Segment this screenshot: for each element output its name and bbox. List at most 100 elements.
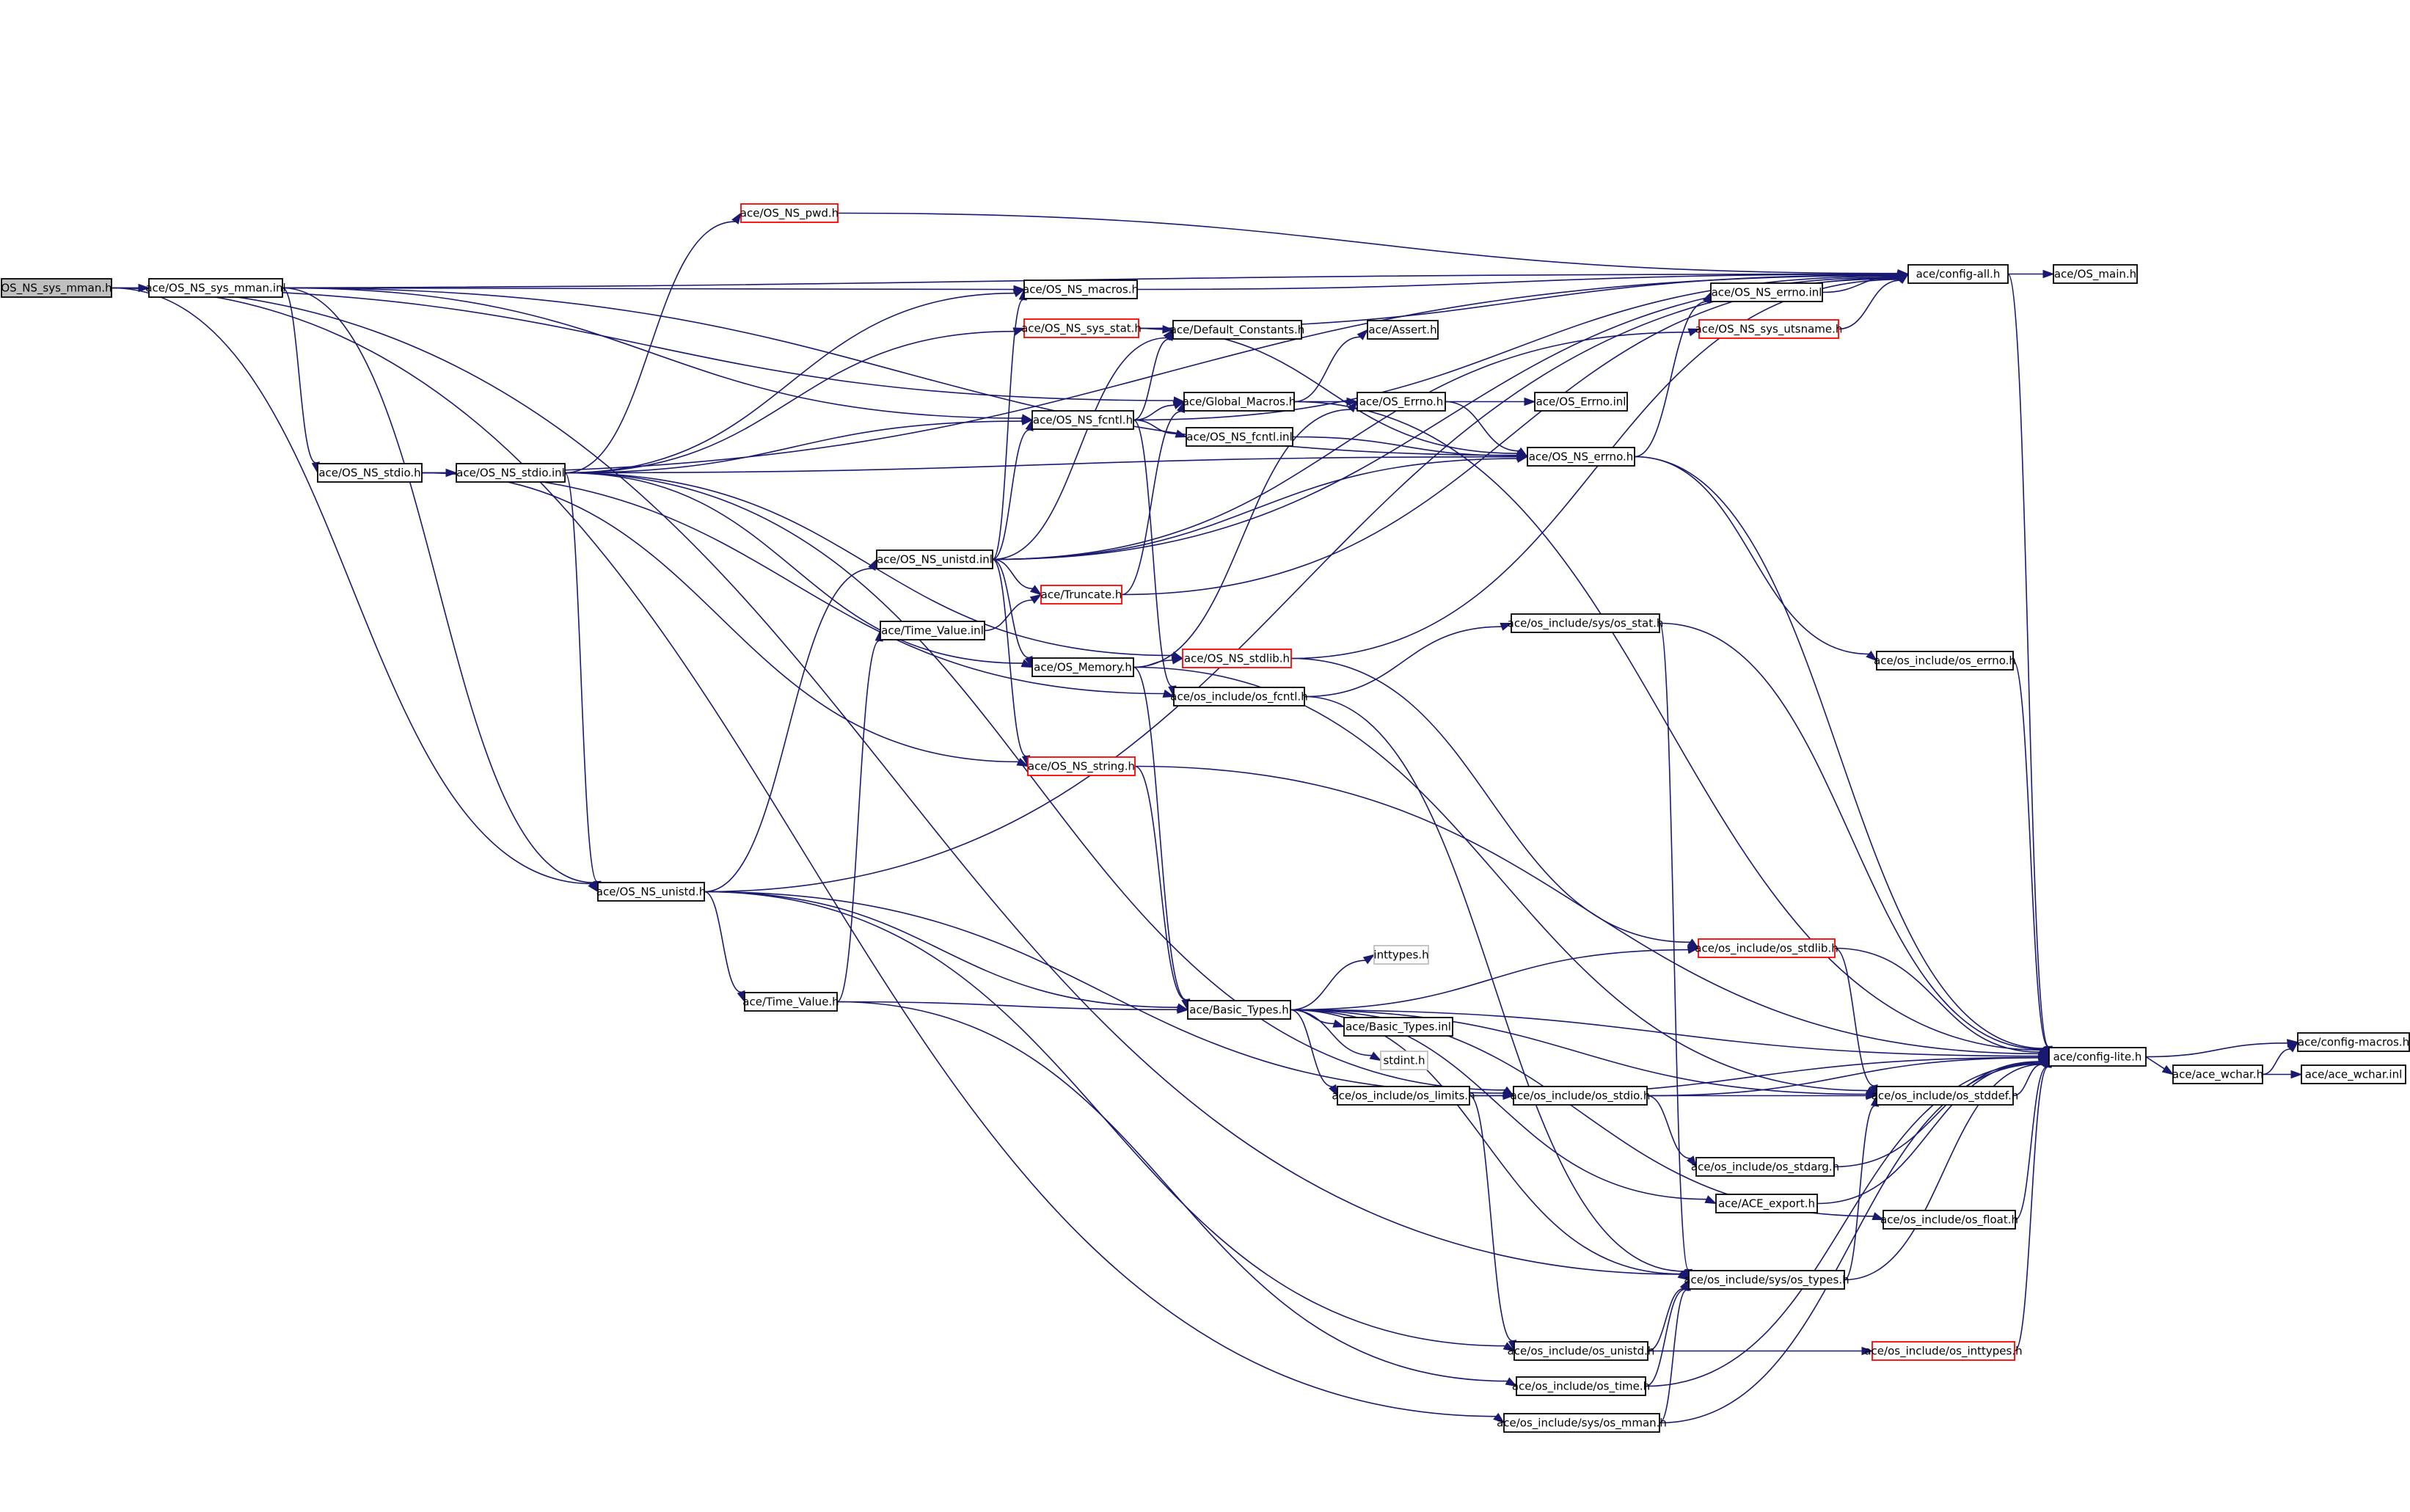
node-assert[interactable]: ace/Assert.h [1367,320,1439,340]
node-box [1503,1413,1660,1433]
node-ns-errno-inl[interactable]: ace/OS_NS_errno.inl [1710,282,1823,302]
node-ns-fcntl-inl[interactable]: ace/OS_NS_fcntl.inl [1186,427,1293,447]
node-inc-sys-types[interactable]: ace/os_include/sys/os_types.h [1684,1270,1850,1290]
edge-ns_stdio_inl-to-ns_fcntl_h [564,420,1023,474]
arrowhead-ns_unistd_inl [868,558,877,571]
edge-time_value_inl-to-truncate [984,599,1033,632]
node-sys-stat[interactable]: ace/OS_NS_sys_stat.h [1021,318,1142,338]
node-label: ace/os_include/sys/os_stat.h [1508,617,1664,631]
node-ns-string[interactable]: ace/OS_NS_string.h [1027,756,1136,776]
node-time-value-h[interactable]: ace/Time_Value.h [742,992,839,1012]
node-ns-errno-h[interactable]: ace/OS_NS_errno.h [1527,447,1635,467]
node-label: ace/os_include/os_limits.h [1332,1089,1475,1103]
node-os-errno-h[interactable]: ace/OS_Errno.h [1356,392,1446,412]
node-label: ace/os_include/os_stdarg.h [1691,1161,1839,1175]
node-label: OS_NS_sys_mman.h [1,282,112,296]
arrowhead-basic_types_h [1177,1005,1189,1014]
node-label: ace/Time_Value.h [742,996,839,1009]
edge-ns_string-to-config_lite [1134,765,2040,1055]
node-inc-unistd[interactable]: ace/os_include/os_unistd.h [1508,1341,1655,1361]
node-box [880,621,985,640]
node-box [2172,1064,2263,1084]
node-os-main[interactable]: ace/OS_main.h [2053,264,2138,284]
node-default-constants[interactable]: ace/Default_Constants.h [1170,320,1305,340]
node-basic-types-h[interactable]: ace/Basic_Types.h [1187,1000,1291,1020]
node-label: ace/OS_Errno.h [1359,395,1444,409]
node-sys-mman-inl[interactable]: ace/OS_NS_sys_mman.inl [145,278,286,298]
node-box [1513,1341,1648,1361]
node-inc-float[interactable]: ace/os_include/os_float.h [1880,1210,2018,1230]
edge-sys_mman_inl-to-macros [282,287,1015,291]
node-inc-stdio[interactable]: ace/os_include/os_stdio.h [1511,1086,1651,1106]
node-macros[interactable]: ace/OS_NS_macros.h [1023,280,1139,299]
node-inc-sys-stat[interactable]: ace/os_include/sys/os_stat.h [1508,613,1664,633]
node-global-macros[interactable]: ace/Global_Macros.h [1183,392,1296,412]
node-os-memory[interactable]: ace/OS_Memory.h [1031,657,1134,677]
node-ace-wchar-inl[interactable]: ace/ace_wchar.inl [2301,1064,2406,1084]
node-ace-wchar-h[interactable]: ace/ace_wchar.h [2172,1064,2263,1084]
edge-sys_mman_inl-to-ns_fcntl_h [282,287,1023,419]
node-ace-export[interactable]: ace/ACE_export.h [1715,1194,1818,1213]
node-label: ace/os_include/os_time.h [1512,1380,1650,1394]
arrowhead-assert [1356,329,1369,340]
edge-inc_fcntl-to-inc_sys_types [1304,695,1684,1272]
node-label: ace/os_include/os_fcntl.h [1170,690,1307,704]
node-ns-unistd-inl[interactable]: ace/OS_NS_unistd.inl [876,549,993,569]
node-box [1698,319,1839,339]
node-inc-sys-mman[interactable]: ace/os_include/sys/os_mman.h [1497,1413,1667,1433]
node-label: ace/OS_NS_sys_mman.inl [145,282,285,296]
node-inc-stddef[interactable]: ace/os_include/os_stddef.h [1872,1086,2019,1106]
edge-time_value_h-to-basic_types_h [836,1001,1178,1010]
node-box [1688,1270,1845,1290]
node-box [1367,320,1439,340]
arrowhead-ns_errno_h [1516,454,1529,463]
node-time-value-inl[interactable]: ace/Time_Value.inl [880,621,985,640]
node-box [1,278,112,298]
node-os-errno-inl[interactable]: ace/OS_Errno.inl [1534,392,1628,412]
edge-sys_mman_inl-to-ns_stdio_h [282,287,316,464]
edge-ns_stdio_inl-to-macros [564,292,1015,474]
node-inc-fcntl[interactable]: ace/os_include/os_fcntl.h [1170,687,1308,706]
node-ns-stdlib[interactable]: ace/OS_NS_stdlib.h [1182,649,1292,668]
node-label: ace/config-lite.h [2053,1051,2142,1064]
node-stdint[interactable]: stdint.h [1380,1051,1428,1070]
node-inc-errno[interactable]: ace/os_include/os_errno.h [1874,651,2016,671]
node-config-macros[interactable]: ace/config-macros.h [2297,1032,2410,1052]
edge-time_value_h-to-inc_time [836,1001,1508,1382]
node-label: ace/os_include/os_float.h [1880,1213,2018,1227]
node-ns-unistd-h[interactable]: ace/OS_NS_unistd.h [596,882,706,902]
node-label: ace/Basic_Types.h [1189,1004,1288,1018]
node-inc-limits[interactable]: ace/os_include/os_limits.h [1332,1086,1475,1106]
edge-inc_sys_types-to-inc_stddef [1844,1105,1875,1281]
arrowhead-config_macros [2287,1041,2299,1053]
edge-config_lite-to-config_macros [2145,1042,2288,1058]
node-label: ace/os_include/sys/os_types.h [1684,1274,1849,1288]
node-inc-inttypes[interactable]: ace/os_include/os_inttypes.h [1864,1341,2023,1361]
edge-inc_limits-to-inc_unistd [1469,1095,1513,1342]
node-config-all[interactable]: ace/config-all.h [1907,264,2009,284]
node-pwd[interactable]: ace/OS_NS_pwd.h [740,203,839,223]
node-inc-time[interactable]: ace/os_include/os_time.h [1512,1376,1650,1396]
edge-ns_stdlib-to-inc_stdlib [1290,657,1690,943]
node-inc-stdarg[interactable]: ace/os_include/os_stdarg.h [1691,1157,1839,1177]
node-inc-stdlib[interactable]: ace/os_include/os_stdlib.h [1695,938,1838,958]
node-ns-stdio-inl[interactable]: ace/OS_NS_stdio.inl [456,463,566,483]
node-inttypes[interactable]: inttypes.h [1373,945,1429,965]
node-config-lite[interactable]: ace/config-lite.h [2048,1047,2147,1067]
node-label: ace/OS_main.h [2054,268,2136,282]
edge-inc_sys_types-to-config_lite [1844,1064,2042,1281]
node-root[interactable]: OS_NS_sys_mman.h [1,278,112,298]
node-utsname[interactable]: ace/OS_NS_sys_utsname.h [1695,319,1843,339]
node-truncate[interactable]: ace/Truncate.h [1040,585,1122,605]
node-box [1876,1086,2014,1106]
edge-pwd-to-config_all [837,212,1899,274]
node-label: ace/OS_NS_unistd.inl [877,553,993,567]
node-ns-fcntl-h[interactable]: ace/OS_NS_fcntl.h [1031,410,1134,430]
node-box [740,203,839,223]
node-box [1356,392,1446,412]
node-basic-types-inl[interactable]: ace/Basic_Types.inl [1343,1017,1453,1037]
node-ns-stdio-h[interactable]: ace/OS_NS_stdio.h [317,463,423,483]
node-box [1883,1210,2016,1230]
edge-macros-to-config_all [1136,274,1899,291]
